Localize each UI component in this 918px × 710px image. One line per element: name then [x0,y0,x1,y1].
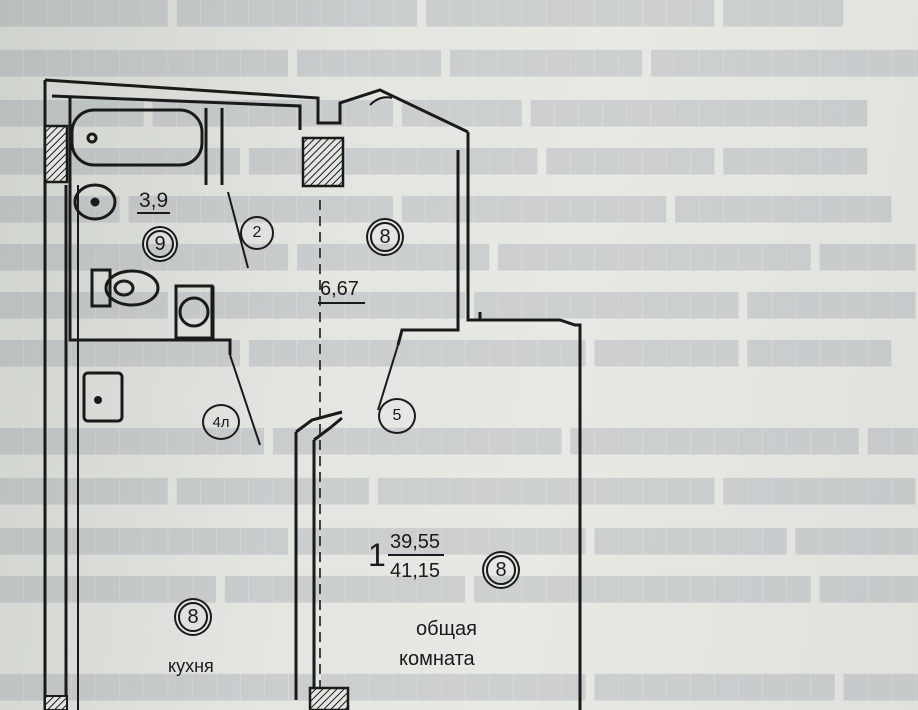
door-2-leaf [227,191,249,269]
bleed-through-text: ▆▆▆▆▆▆▆▆▆▆▆▆ ▆▆▆▆▆▆▆▆▆▆▆▆ ▆▆▆▆▆▆▆▆ ▆▆▆▆▆… [0,521,918,554]
kitchen-name: кухня [168,656,214,676]
kitchen-sink [82,371,124,423]
living-room-area-total: 41,15 [390,560,441,582]
washing-machine [174,284,214,340]
bleed-through-text: ▆▆▆▆▆▆▆ ▆▆▆▆▆▆▆▆ ▆▆▆▆▆▆▆▆▆▆▆▆▆▆ ▆▆▆▆▆▆▆▆ [0,471,917,504]
door-2-marker: 2 [240,216,274,250]
column-bottom [308,686,350,710]
wall-bathroom-right [68,96,220,342]
bleed-through-text: ▆▆▆▆▆▆▆▆▆▆▆▆▆ ▆▆▆▆▆▆▆▆▆▆▆ ▆▆▆▆▆▆▆▆▆▆ ▆▆▆… [0,667,918,700]
wall-kitchen-living [294,432,316,700]
living-room-name-line2: комната [399,648,475,670]
door-5-marker: 5 [378,398,416,434]
wall-top-inner [51,94,302,130]
bleed-through-text: ▆▆▆▆▆▆▆▆▆▆ ▆▆▆▆▆▆▆▆▆▆▆▆ ▆▆▆▆▆▆▆ ▆▆▆▆▆▆ [0,141,868,174]
bleed-through-text: ▆▆▆▆▆▆▆▆▆ ▆▆▆▆▆▆▆▆▆▆ ▆▆▆▆▆▆▆▆▆▆▆▆▆▆ ▆▆▆▆… [0,569,918,602]
wall-kitchen-living-top [295,410,343,442]
bleed-through-text: ▆▆▆▆▆ ▆▆▆▆▆▆▆▆▆▆▆ ▆▆▆▆▆▆▆▆▆▆▆ ▆▆▆▆▆▆▆▆▆ [0,189,893,222]
living-room-tag: 8 [486,555,516,585]
door-5-leaf [377,344,399,411]
wall-hall-right [466,132,582,710]
living-room-name-line1: общая [416,618,477,640]
bathtub [70,108,204,167]
living-room-area-living: 39,55 [388,530,445,556]
bathroom-tag: 9 [146,230,174,258]
hall-tag: 8 [370,222,400,252]
door-4-leaf [229,354,261,446]
bleed-through-text: ▆▆▆▆▆▆▆▆▆▆▆ ▆▆▆▆▆▆▆▆▆▆▆▆ ▆▆▆▆▆▆▆▆▆▆▆▆ ▆▆… [0,421,918,454]
wall-column-left [43,124,69,184]
bleed-through-text: ▆▆▆▆▆▆▆▆▆▆▆▆ ▆▆▆▆▆▆ ▆▆▆▆▆▆▆▆ ▆▆▆▆▆▆▆▆▆▆▆… [0,43,918,76]
hall-area: 6,67 [318,278,365,304]
wall-top [44,78,469,134]
ventilation-shaft [301,136,345,188]
door-4-marker: 4л [202,404,240,440]
bathroom-area: 3,9 [137,189,171,214]
kitchen-tag: 8 [178,602,208,632]
toilet-bowl [104,269,160,307]
sink [73,183,117,221]
living-room-number: 1 [368,537,386,573]
bleed-through-text: ▆▆▆▆▆▆▆ ▆▆▆▆▆▆▆▆▆▆ ▆▆▆▆▆▆▆▆▆▆▆▆ ▆▆▆▆▆ [0,0,844,26]
toilet-tank [90,268,112,308]
